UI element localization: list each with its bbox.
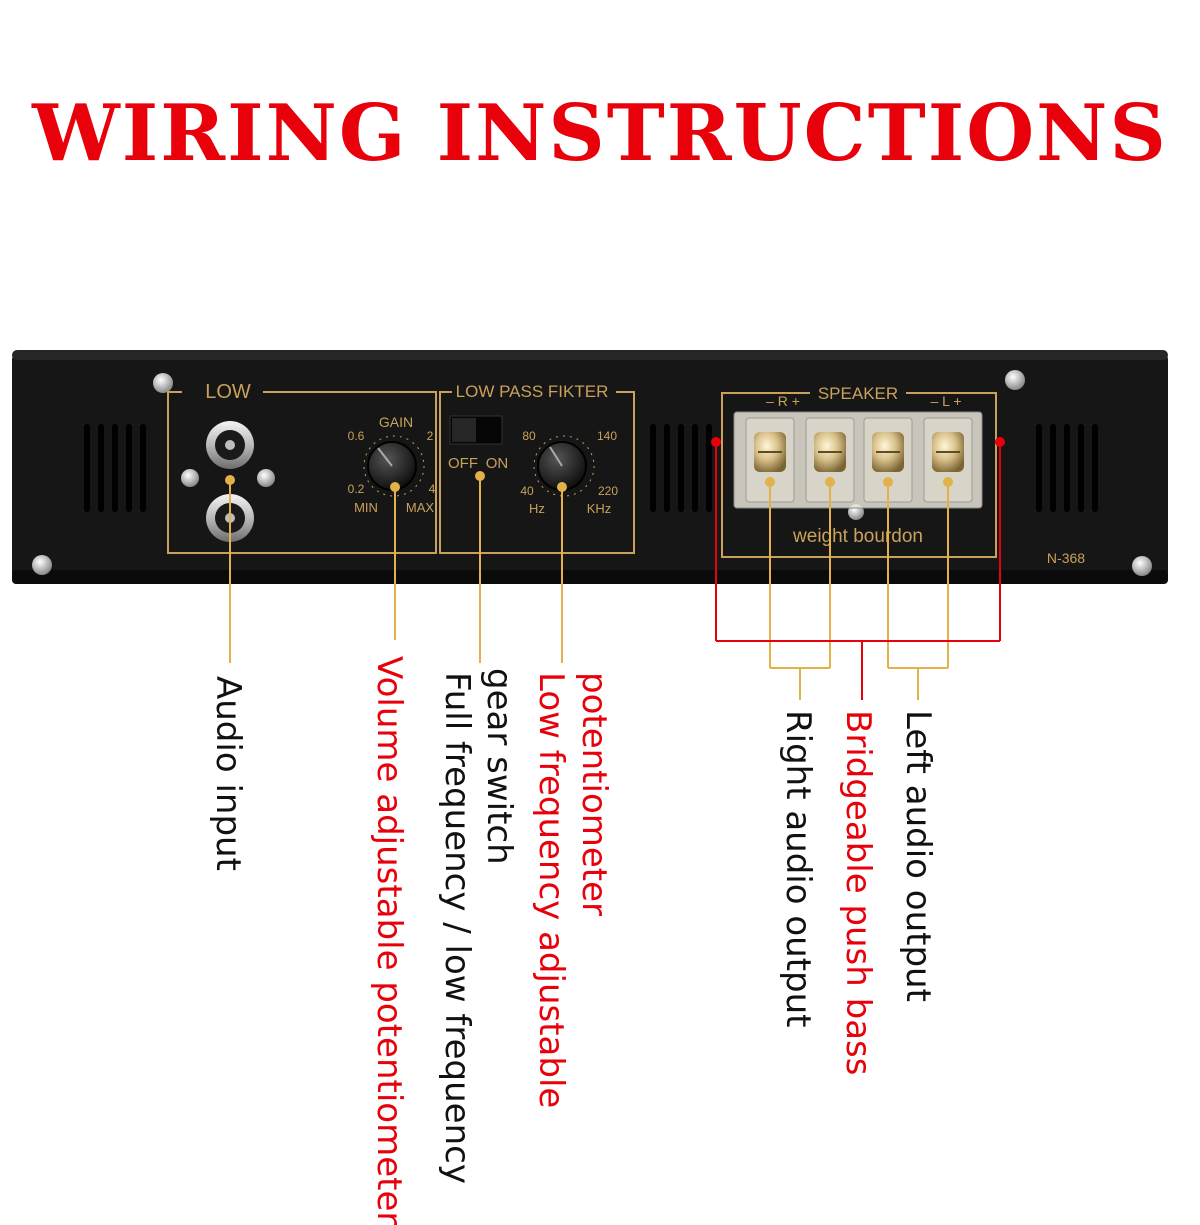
screw-icon (257, 469, 275, 487)
vent-slot (706, 424, 712, 512)
switch-slider (452, 418, 476, 442)
vent-slot (1050, 424, 1056, 512)
gain-min-label: MIN (354, 500, 378, 515)
vent-slot (126, 424, 132, 512)
gain-tick-0-6: 0.6 (348, 429, 365, 443)
model-number: N-368 (1047, 550, 1085, 566)
screws (32, 370, 1152, 576)
screw-icon (1005, 370, 1025, 390)
freq-tick-40: 40 (520, 484, 534, 498)
khz-label: KHz (587, 501, 612, 516)
low-section: LOW GAIN 0.6 2 0.2 4 MIN MAX (167, 381, 437, 554)
vent-slot (140, 424, 146, 512)
low-pass-filter-section: LOW PASS FIKTER OFF ON 80 140 40 220 Hz … (439, 382, 635, 554)
left-channel-polarity: – L + (930, 393, 961, 409)
freq-knob-indicator (549, 446, 563, 467)
hz-label: Hz (529, 501, 545, 516)
vent-slot (84, 424, 90, 512)
freq-scale-arc (533, 435, 595, 497)
vent-slots (84, 424, 1098, 512)
screw-icon (153, 373, 173, 393)
speaker-section-label: SPEAKER (818, 384, 898, 403)
vent-slot (650, 424, 656, 512)
freq-tick-140: 140 (597, 429, 617, 443)
panel-bottom-edge (12, 570, 1168, 584)
gain-tick-0-2: 0.2 (348, 482, 365, 496)
vent-slot (1092, 424, 1098, 512)
switch-on-label: ON (486, 455, 509, 472)
frequency-gear-switch[interactable] (449, 415, 503, 445)
freq-tick-220: 220 (598, 484, 618, 498)
vent-slot (1064, 424, 1070, 512)
vent-slot (664, 424, 670, 512)
callout-right-audio-output: Right audio output (778, 710, 818, 1028)
vent-slot (98, 424, 104, 512)
gain-tick-2: 2 (427, 429, 434, 443)
gain-knob-indicator (377, 447, 393, 467)
callout-bridgeable-push-bass: Bridgeable push bass (838, 710, 878, 1076)
gain-label: GAIN (379, 414, 413, 430)
vent-slot (692, 424, 698, 512)
panel-body (12, 350, 1168, 582)
low-section-frame (167, 391, 437, 554)
speaker-section: SPEAKER – R + – L + weight bourdon N-368 (721, 384, 1085, 566)
page-title: WIRING INSTRUCTIONS (32, 88, 1168, 179)
callout-gear-switch-line2: Full frequency / low frequency (437, 672, 477, 1184)
panel-top-edge (12, 350, 1168, 360)
speaker-section-frame (721, 392, 997, 558)
gain-scale-arc (363, 435, 425, 497)
right-channel-polarity: – R + (766, 393, 800, 409)
callout-low-frequency-line2: Low frequency adjustable (531, 672, 571, 1109)
gain-tick-4: 4 (429, 482, 436, 496)
rca-input-jack-top[interactable] (206, 421, 254, 469)
filter-section-label: LOW PASS FIKTER (456, 382, 609, 401)
freq-tick-80: 80 (522, 429, 536, 443)
gain-max-label: MAX (406, 500, 435, 515)
screw-icon (181, 469, 199, 487)
callout-volume-potentiometer: Volume adjustable potentiometer (369, 656, 409, 1225)
vent-slot (678, 424, 684, 512)
filter-section-frame (439, 391, 635, 554)
callout-gear-switch-line1: gear switch (479, 668, 519, 865)
low-section-label: LOW (205, 381, 251, 403)
amplifier-diagram: LOW GAIN 0.6 2 0.2 4 MIN MAX (12, 350, 1168, 700)
callout-audio-input: Audio input (208, 676, 248, 871)
vent-slot (1078, 424, 1084, 512)
callout-low-frequency-line1: potentiometer (574, 672, 614, 917)
screw-icon (1132, 556, 1152, 576)
vent-slot (112, 424, 118, 512)
brand-text: weight bourdon (792, 526, 923, 547)
screw-icon (32, 555, 52, 575)
vent-slot (1036, 424, 1042, 512)
amplifier-panel (12, 350, 1168, 584)
rca-jack-pin (225, 440, 235, 450)
terminal-block (733, 411, 983, 509)
speaker-terminals (745, 417, 973, 503)
callout-left-audio-output: Left audio output (898, 710, 938, 1002)
switch-off-label: OFF (448, 455, 478, 472)
callout-leader-lines (225, 437, 1005, 700)
